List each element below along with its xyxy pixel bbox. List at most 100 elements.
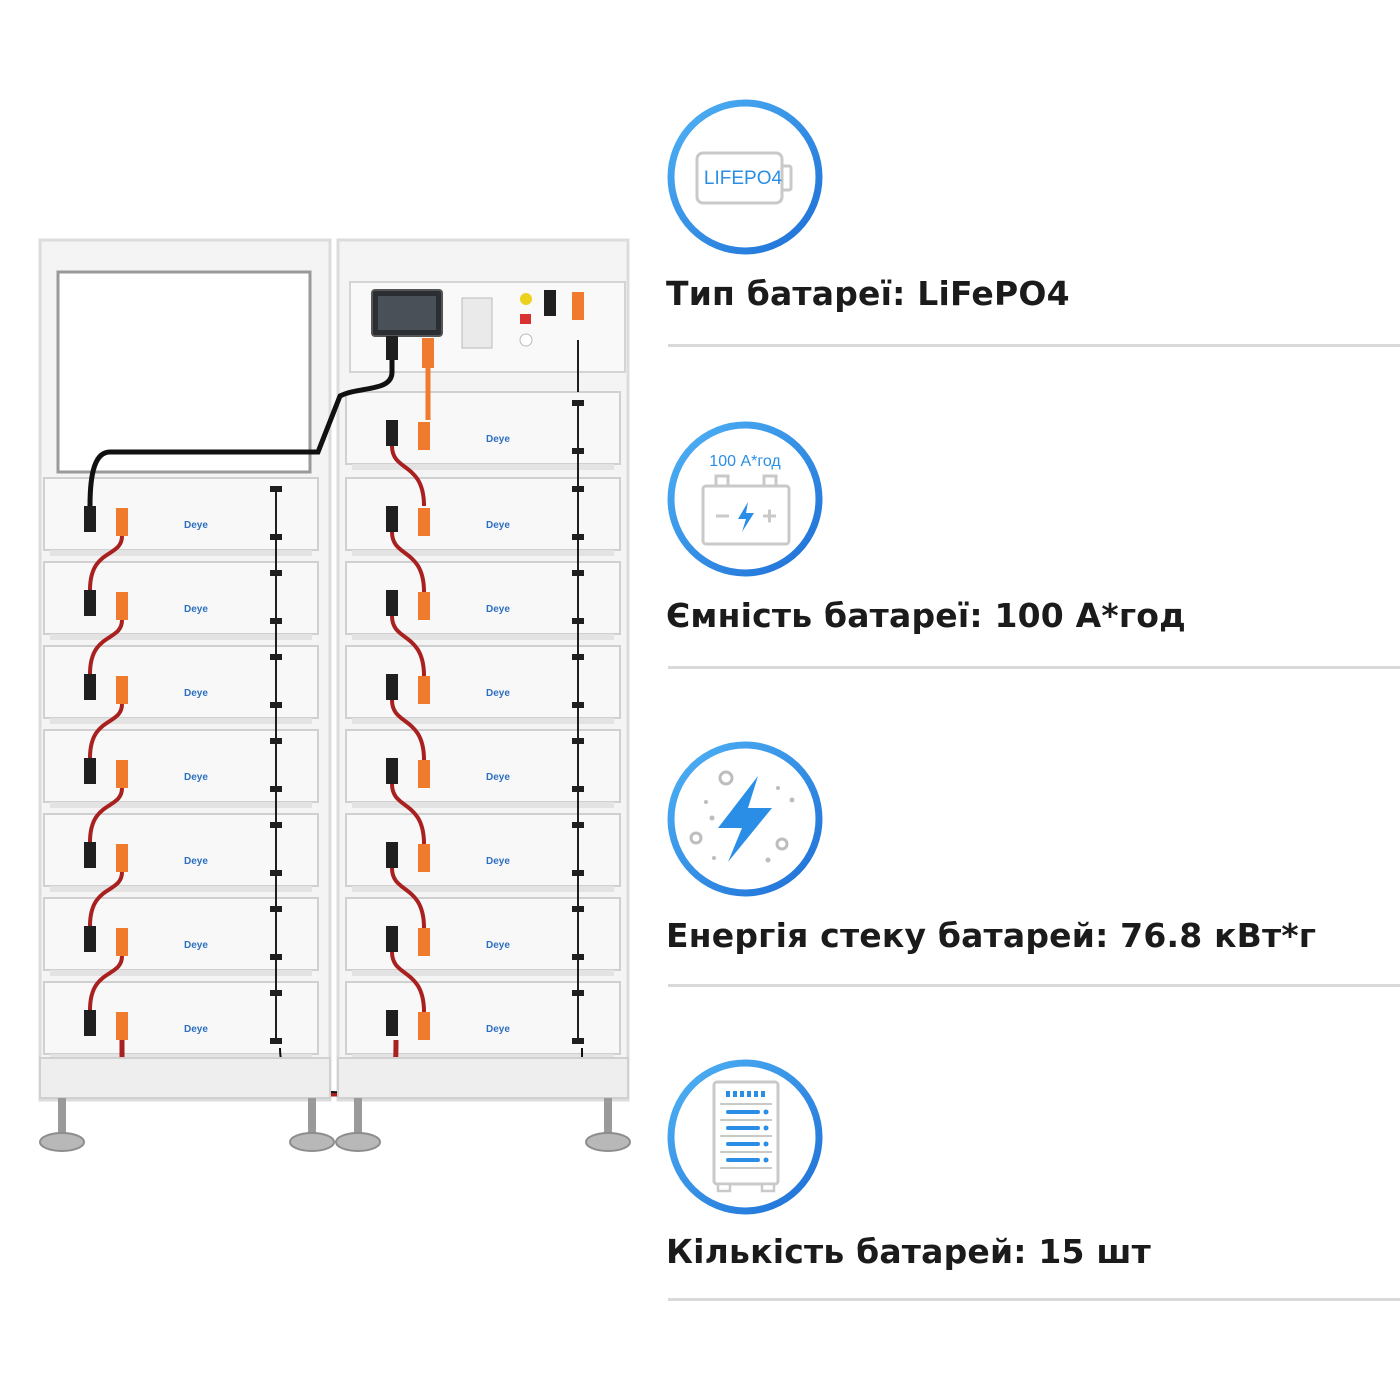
comm-port bbox=[270, 486, 282, 492]
brand-logo: Deye bbox=[486, 434, 510, 445]
connector-orange bbox=[572, 292, 584, 320]
terminal-positive bbox=[116, 508, 128, 536]
module-shelf bbox=[352, 718, 614, 724]
button-red bbox=[520, 314, 531, 324]
series-cable bbox=[88, 871, 124, 927]
connector-orange bbox=[422, 338, 434, 368]
car-battery-icon: 100 А*год bbox=[667, 421, 823, 577]
divider bbox=[668, 1298, 1400, 1301]
empty-bay bbox=[56, 270, 312, 474]
brand-logo: Deye bbox=[184, 520, 208, 531]
module-shelf bbox=[50, 802, 312, 808]
terminal-negative bbox=[84, 758, 96, 784]
terminal-negative bbox=[84, 1010, 96, 1036]
rack-cabinets: DeyeDeyeDeyeDeyeDeyeDeyeDeyeDeyeDeyeDeye… bbox=[38, 238, 631, 1152]
terminal-negative bbox=[386, 842, 398, 868]
terminal-positive bbox=[418, 760, 430, 788]
spec-label: Ємність батареї: 100 А*год bbox=[666, 596, 1186, 635]
terminal-positive bbox=[418, 592, 430, 620]
series-cable bbox=[390, 615, 426, 677]
leveling-foot-stem bbox=[604, 1098, 612, 1134]
leveling-foot bbox=[585, 1132, 631, 1152]
module-shelf bbox=[50, 970, 312, 976]
series-cable bbox=[390, 699, 426, 761]
brand-logo: Deye bbox=[486, 940, 510, 951]
series-cable bbox=[88, 703, 124, 759]
terminal-negative bbox=[386, 1010, 398, 1036]
brand-logo: Deye bbox=[184, 1024, 208, 1035]
series-cable bbox=[88, 955, 124, 1011]
lightning-bolt-icon bbox=[667, 741, 823, 897]
cabinet-base bbox=[337, 1057, 629, 1099]
spec-stack-energy: Енергія стеку батарей: 76.8 кВт*г bbox=[664, 740, 1400, 1040]
brand-logo: Deye bbox=[184, 772, 208, 783]
brand-logo: Deye bbox=[184, 688, 208, 699]
terminal-negative bbox=[84, 590, 96, 616]
series-cable bbox=[390, 783, 426, 845]
series-cable bbox=[88, 619, 124, 675]
main-negative-cable bbox=[87, 340, 395, 507]
module-shelf bbox=[352, 802, 614, 808]
module-shelf bbox=[352, 634, 614, 640]
terminal-positive bbox=[418, 508, 430, 536]
module-shelf bbox=[352, 886, 614, 892]
spec-battery-count: Кількість батарей: 15 шт bbox=[664, 1058, 1400, 1358]
spec-battery-type: LIFEPO4 Тип батареї: LiFePO4 bbox=[664, 98, 1400, 398]
brand-logo: Deye bbox=[486, 688, 510, 699]
leveling-foot bbox=[39, 1132, 85, 1152]
module-shelf bbox=[50, 550, 312, 556]
module-shelf bbox=[50, 886, 312, 892]
terminal-positive bbox=[418, 676, 430, 704]
terminal-negative bbox=[84, 674, 96, 700]
spec-battery-capacity: 100 А*год Ємність батареї: 100 А*год bbox=[664, 420, 1400, 720]
terminal-negative bbox=[84, 506, 96, 532]
terminal-positive bbox=[116, 1012, 128, 1040]
module-shelf bbox=[352, 970, 614, 976]
terminal-negative bbox=[386, 506, 398, 532]
connector-black bbox=[386, 336, 398, 360]
series-cable bbox=[390, 445, 426, 507]
lifepo4-battery-icon: LIFEPO4 bbox=[667, 99, 823, 255]
leveling-foot-stem bbox=[58, 1098, 66, 1134]
terminal-positive bbox=[116, 928, 128, 956]
terminal-negative bbox=[386, 420, 398, 446]
button-white bbox=[519, 333, 533, 347]
terminal-positive bbox=[116, 676, 128, 704]
divider bbox=[668, 984, 1400, 987]
terminal-negative bbox=[386, 758, 398, 784]
comm-port bbox=[270, 1038, 282, 1044]
brand-logo: Deye bbox=[486, 772, 510, 783]
spec-label: Енергія стеку батарей: 76.8 кВт*г bbox=[666, 916, 1317, 955]
terminal-negative bbox=[84, 926, 96, 952]
brand-logo: Deye bbox=[486, 856, 510, 867]
terminal-positive bbox=[418, 844, 430, 872]
brand-logo: Deye bbox=[486, 1024, 510, 1035]
terminal-negative bbox=[386, 674, 398, 700]
terminal-positive bbox=[418, 1012, 430, 1040]
spec-label: Тип батареї: LiFePO4 bbox=[666, 274, 1070, 313]
series-cable bbox=[88, 535, 124, 591]
brand-logo: Deye bbox=[184, 940, 208, 951]
module-shelf bbox=[50, 634, 312, 640]
terminal-positive bbox=[116, 592, 128, 620]
comm-port bbox=[572, 400, 584, 406]
terminal-negative bbox=[386, 590, 398, 616]
module-shelf bbox=[50, 718, 312, 724]
series-cable bbox=[390, 531, 426, 593]
terminal-positive bbox=[116, 844, 128, 872]
series-cable bbox=[390, 951, 426, 1013]
lifepo4-icon-text: LIFEPO4 bbox=[704, 168, 783, 189]
divider bbox=[668, 344, 1400, 347]
terminal-negative bbox=[84, 842, 96, 868]
brand-logo: Deye bbox=[184, 604, 208, 615]
leveling-foot-stem bbox=[308, 1098, 316, 1134]
module-shelf bbox=[352, 464, 614, 470]
terminal-positive bbox=[418, 422, 430, 450]
spec-label: Кількість батарей: 15 шт bbox=[666, 1232, 1151, 1271]
server-rack-icon bbox=[667, 1059, 823, 1215]
connector-black bbox=[544, 290, 556, 316]
series-cable bbox=[88, 787, 124, 843]
divider bbox=[668, 666, 1400, 669]
terminal-negative bbox=[386, 926, 398, 952]
display-screen bbox=[378, 296, 436, 330]
